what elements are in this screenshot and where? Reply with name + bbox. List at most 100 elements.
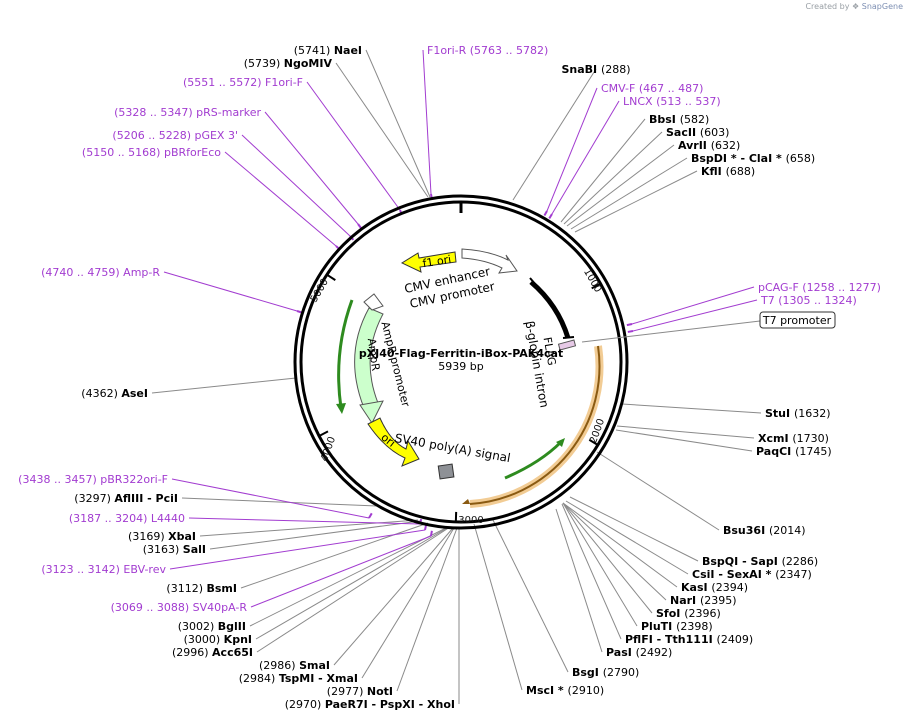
site-label-23: (3297) AflIII - PciI — [74, 492, 178, 505]
site-label-25: (3163) SalI — [143, 543, 206, 556]
intron-end-tick — [562, 336, 575, 339]
site-label-17: PluTI (2398) — [641, 620, 713, 633]
site-label-10: PaqCI (1745) — [756, 445, 832, 458]
primer-label-5: (4740 .. 4759) Amp-R — [41, 266, 160, 279]
primer-label-13: (3069 .. 3088) SV40pA-R — [111, 601, 248, 614]
primer-leader-3 — [241, 134, 351, 237]
t7-promoter-callout: T7 promoter — [581, 311, 836, 343]
site-leader-29 — [256, 526, 451, 653]
primer-tick-10 — [368, 512, 373, 519]
ampr-promoter-box — [363, 293, 384, 311]
site-label-20: BsgI (2790) — [572, 666, 639, 679]
site-label-15: NarI (2395) — [670, 594, 737, 607]
site-label-31: (2984) TspMI - XmaI — [239, 672, 358, 685]
site-label-22: (4362) AseI — [81, 387, 148, 400]
site-leader-12 — [569, 496, 699, 562]
tick-mark-2000 — [588, 438, 599, 446]
t7-promoter-box — [759, 311, 836, 329]
site-leader-11 — [596, 451, 720, 531]
primer-label-1: (5551 .. 5572) F1ori-F — [183, 76, 303, 89]
primer-leader-12 — [169, 529, 426, 570]
primer-leader-8 — [631, 286, 755, 325]
site-label-9: XcmI (1730) — [758, 432, 829, 445]
ampr-green-arrowhead — [336, 403, 346, 414]
leader-lines — [151, 49, 762, 704]
site-leader-18 — [561, 503, 622, 640]
tick-label-3000: 3000 — [458, 515, 483, 526]
site-leader-24 — [199, 519, 419, 537]
site-label-4: SacII (603) — [666, 126, 729, 139]
primer-label-9: T7 (1305 .. 1324) — [760, 294, 857, 307]
site-leader-16 — [562, 502, 653, 614]
primer-leader-1 — [306, 81, 401, 211]
site-leader-30 — [333, 527, 454, 666]
site-label-5: AvrII (632) — [678, 139, 740, 152]
site-label-24: (3169) XbaI — [128, 530, 196, 543]
primer-label-2: (5328 .. 5347) pRS-marker — [114, 106, 261, 119]
backbone-outer-ring — [293, 194, 629, 530]
beta-globin-intron-arc — [529, 280, 571, 339]
snapgene-logo-icon: ❖ — [852, 2, 860, 11]
primer-label-4: (5150 .. 5168) pBRforEco — [82, 146, 221, 159]
site-label-32: (2977) NotI — [327, 685, 393, 698]
site-leader-22 — [151, 377, 297, 394]
primer-label-12: (3123 .. 3142) EBV-rev — [41, 563, 166, 576]
orf-arrowhead — [462, 499, 470, 504]
site-leader-3 — [560, 118, 646, 223]
primer-leader-5 — [163, 271, 298, 312]
snapgene-watermark: Created by ❖ SnapGene — [805, 2, 903, 11]
plasmid-title: pXJ40-Flag-Ferritin-iBox-PAK4cat — [359, 347, 563, 360]
site-label-11: Bsu36I (2014) — [723, 524, 806, 537]
site-label-29: (2996) Acc65I — [172, 646, 253, 659]
site-leader-4 — [563, 131, 663, 225]
site-leader-9 — [616, 425, 755, 439]
ampr-label: AmpR — [365, 337, 382, 372]
green-orf-arrow — [504, 440, 563, 480]
watermark-prefix: Created by — [805, 2, 850, 11]
t7-promoter-label: T7 promoter — [762, 314, 832, 327]
site-label-30: (2986) SmaI — [259, 659, 330, 672]
site-leader-14 — [562, 502, 678, 588]
site-leader-20 — [492, 519, 569, 673]
primer-tick-9 — [627, 330, 634, 333]
flag-tag-box — [557, 339, 577, 351]
primer-tick-2 — [357, 223, 362, 229]
primer-tick-7 — [548, 213, 553, 219]
primer-leader-10 — [171, 478, 370, 519]
watermark-brand: SnapGene — [861, 2, 903, 11]
t7-promoter-leader — [581, 320, 761, 343]
primer-label-6: CMV-F (467 .. 487) — [601, 82, 703, 95]
site-leader-17 — [562, 502, 638, 627]
primer-label-10: (3438 .. 3457) pBR322ori-F — [18, 473, 168, 486]
primer-label-7: LNCX (513 .. 537) — [623, 95, 721, 108]
site-leader-10 — [615, 429, 753, 452]
primer-label-0: F1ori-R (5763 .. 5782) — [427, 44, 548, 57]
primer-leader-11 — [188, 517, 421, 525]
primer-tick-6 — [543, 210, 548, 217]
site-label-27: (3002) BglII — [178, 620, 246, 633]
features: f1 ori CMV enhancer CMV promoter β-globi… — [336, 248, 604, 508]
tick-mark-1000 — [591, 282, 601, 290]
site-label-8: StuI (1632) — [765, 407, 831, 420]
site-label-16: SfoI (2396) — [656, 607, 721, 620]
tick-mark-4000 — [318, 430, 329, 437]
site-label-26: (3112) BsmI — [166, 582, 237, 595]
primer-leader-4 — [224, 151, 337, 247]
green-orf-arrowhead — [556, 438, 565, 447]
site-label-7: KflI (688) — [701, 165, 755, 178]
primer-leader-7 — [551, 100, 620, 215]
site-leader-7 — [574, 170, 698, 233]
sv40-polya-box — [437, 463, 455, 480]
primer-leader-0 — [422, 49, 432, 195]
site-leader-27 — [249, 526, 449, 627]
site-label-18: PflFI - Tth111I (2409) — [625, 633, 753, 646]
primer-leader-6 — [546, 87, 598, 212]
site-label-0: (5741) NaeI — [294, 44, 362, 57]
site-leader-2 — [512, 68, 597, 201]
site-label-6: BspDI * - ClaI * (658) — [691, 152, 815, 165]
site-label-2: SnaBI (288) — [561, 63, 630, 76]
cmv-enhancer-arrow — [461, 248, 518, 274]
site-label-12: BspQI - SapI (2286) — [702, 555, 818, 568]
site-leader-23 — [181, 497, 378, 507]
